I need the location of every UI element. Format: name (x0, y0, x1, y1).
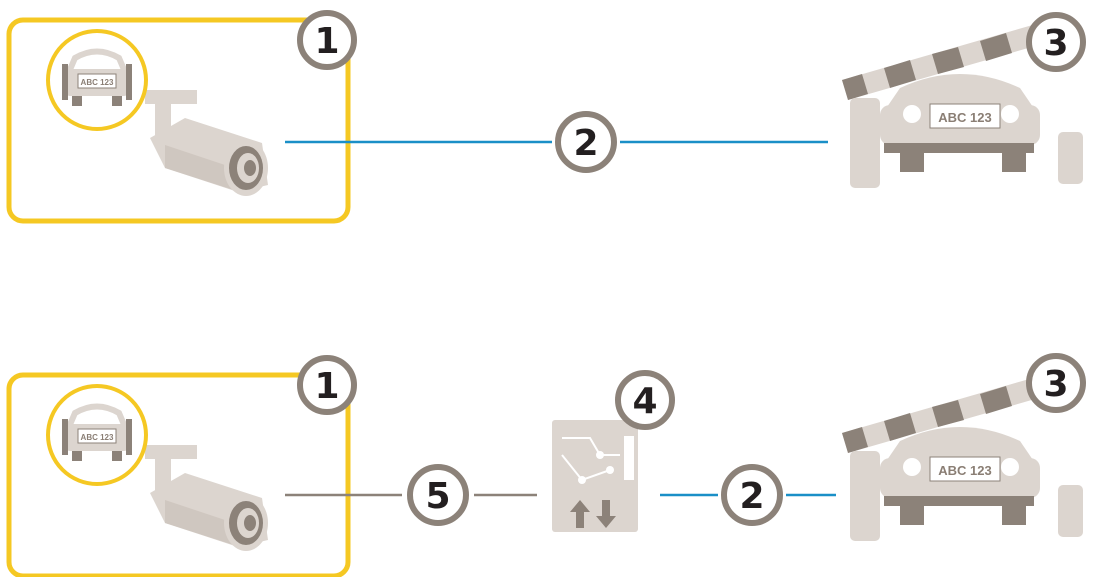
marker-2-label: 2 (573, 123, 598, 164)
barrier-gate-icon (842, 20, 1083, 188)
marker-5-label: 5 (425, 476, 450, 517)
top-diagram: ABC 123 1 2 (6, 10, 1086, 224)
bottom-marker-2: 2 (721, 464, 783, 526)
car-icon: ABC 123 (880, 74, 1040, 172)
bottom-marker-1: 1 (297, 355, 357, 415)
bottom-camera-highlight-box (6, 372, 351, 577)
car-plate-text: ABC 123 (938, 110, 991, 125)
top-gate-car: ABC 123 3 (842, 12, 1086, 188)
top-camera-unit: ABC 123 1 (6, 10, 357, 224)
io-relay-module-icon (552, 420, 638, 532)
marker-3-label: 3 (1043, 23, 1068, 64)
camera-plate-text: ABC 123 (81, 433, 114, 442)
license-plate-icon: ABC 123 (46, 384, 148, 486)
marker-1-label: 1 (314, 21, 339, 62)
bottom-marker-4: 4 (615, 370, 675, 430)
top-marker-1: 1 (297, 10, 357, 70)
lpr-camera-icon (145, 90, 268, 196)
top-camera-highlight-box (6, 17, 351, 224)
car-icon: ABC 123 (880, 427, 1040, 525)
bottom-camera-unit: ABC 123 1 (6, 355, 357, 577)
bottom-marker-3: 3 (1026, 353, 1086, 413)
marker-3-label: 3 (1043, 364, 1068, 405)
camera-plate-text: ABC 123 (81, 78, 114, 87)
top-marker-3: 3 (1026, 12, 1086, 72)
lpr-camera-icon (145, 445, 268, 551)
marker-4-label: 4 (632, 381, 657, 422)
barrier-gate-icon (842, 373, 1083, 541)
bottom-diagram: ABC 123 1 5 4 (6, 353, 1086, 577)
top-marker-2: 2 (555, 111, 617, 173)
bottom-marker-5: 5 (407, 464, 469, 526)
marker-1-label: 1 (314, 366, 339, 407)
marker-2-label: 2 (739, 476, 764, 517)
license-plate-icon: ABC 123 (46, 29, 148, 131)
car-plate-text: ABC 123 (938, 463, 991, 478)
bottom-gate-car: ABC 123 3 (842, 353, 1086, 541)
